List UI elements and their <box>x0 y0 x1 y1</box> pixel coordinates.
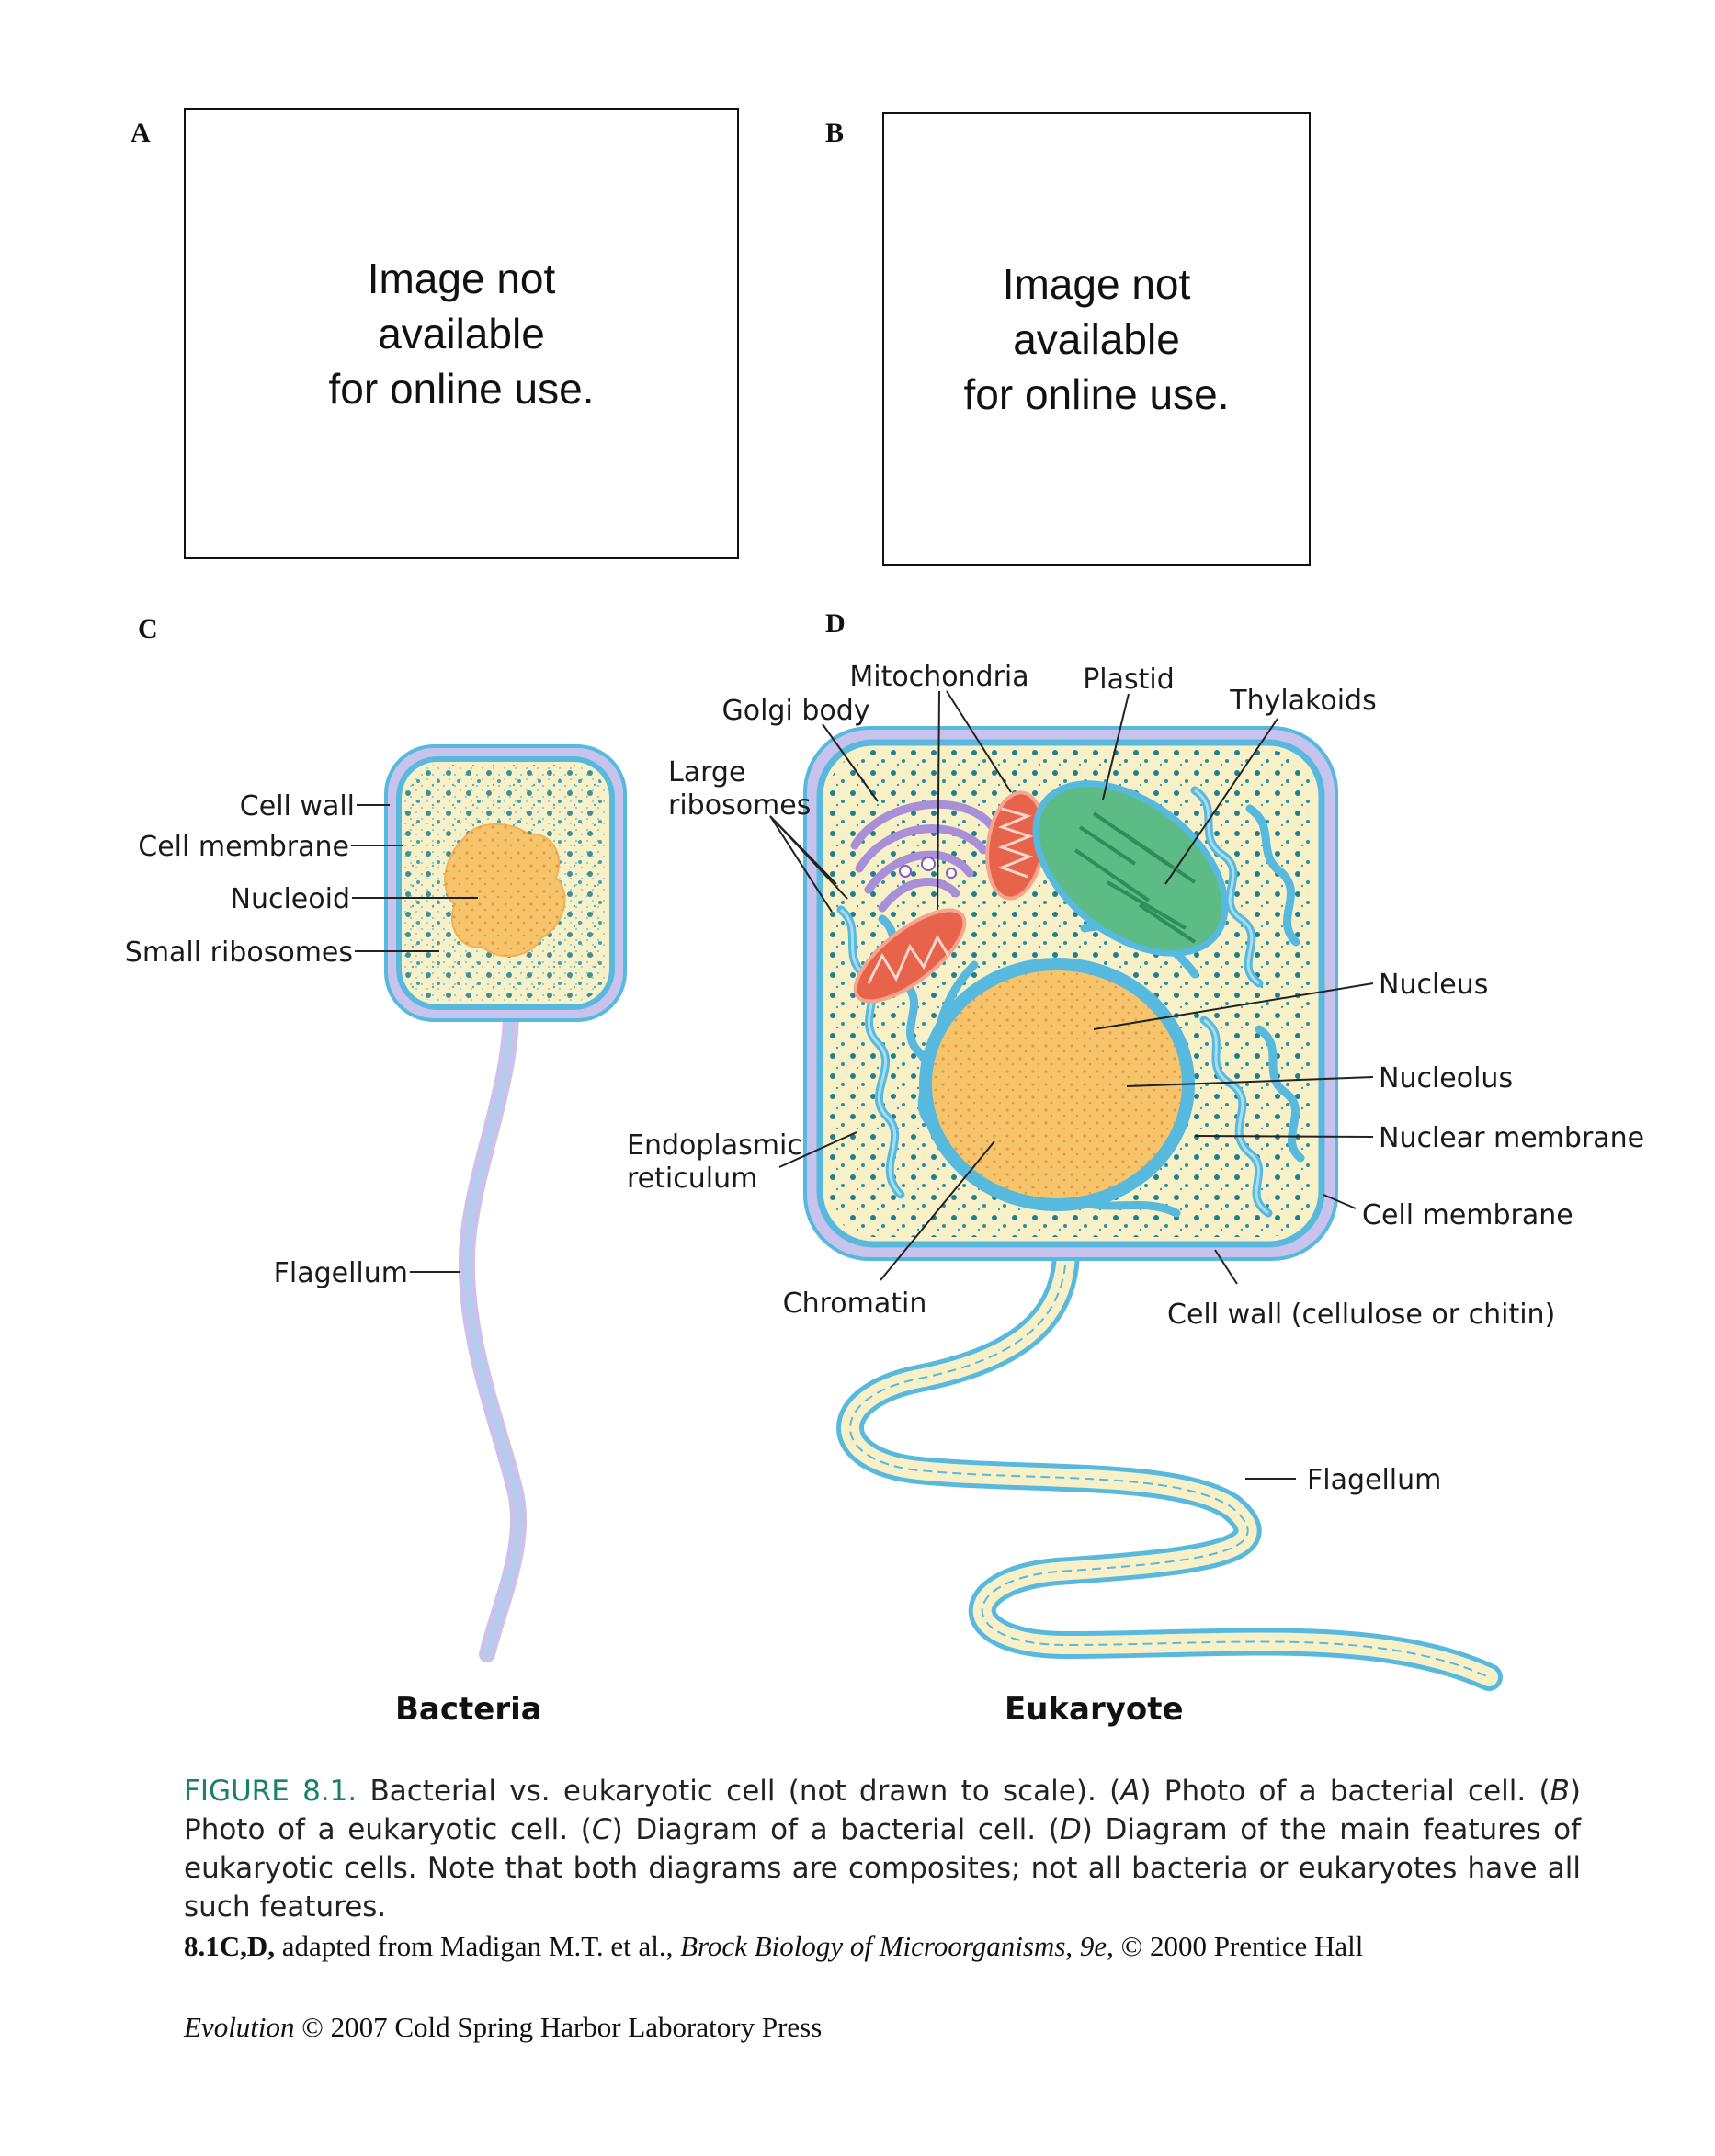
label-nucleus: Nucleus <box>1379 969 1488 1001</box>
golgi-body <box>850 800 997 913</box>
panel-letter-c: C <box>138 614 158 644</box>
title-eukaryote: Eukaryote <box>1005 1691 1184 1728</box>
label-cell-wall-bact: Cell wall <box>240 790 355 823</box>
thylakoids <box>1073 811 1197 944</box>
eukaryote-leaders <box>769 690 1374 1480</box>
label-endoplasmic-1: Endoplasmic <box>627 1129 802 1162</box>
copyright-footer: Evolution © 2007 Cold Spring Harbor Labo… <box>184 2011 822 2044</box>
label-cell-wall-euk: Cell wall (cellulose or chitin) <box>1167 1299 1555 1331</box>
label-cell-membrane-bact: Cell membrane <box>138 831 349 863</box>
label-mitochondria: Mitochondria <box>849 661 1028 693</box>
credit-text: , <box>1065 1930 1080 1962</box>
label-nucleolus: Nucleolus <box>1379 1062 1513 1095</box>
caption-ref-d: D <box>1059 1813 1082 1846</box>
caption-ref-a: A <box>1120 1775 1141 1808</box>
caption-text: ) Photo of a bacterial cell. ( <box>1140 1775 1550 1808</box>
footer-title: Evolution <box>184 2011 295 2043</box>
credit-book-title: Brock Biology of Microorganisms <box>680 1930 1066 1962</box>
bacteria-leaders <box>351 804 478 1273</box>
figure-caption: FIGURE 8.1. Bacterial vs. eukaryotic cel… <box>184 1772 1581 1926</box>
caption-text: Bacterial vs. eukaryotic cell (not drawn… <box>357 1775 1121 1808</box>
figure-label: FIGURE 8.1. <box>184 1775 358 1808</box>
label-small-ribosomes: Small ribosomes <box>125 936 353 969</box>
mitochondrion-2 <box>853 908 967 1004</box>
placeholder-text-b: Image not available for online use. <box>963 260 1230 418</box>
label-large-ribosomes-1: Large <box>668 756 745 789</box>
credit-edition: 9e <box>1079 1930 1107 1962</box>
caption-ref-c: C <box>591 1813 612 1846</box>
credit-figure-ref: 8.1C,D, <box>184 1930 276 1962</box>
caption-text: ) Diagram of the main features of eukary… <box>184 1813 1582 1923</box>
footer-text: © 2007 Cold Spring Harbor Laboratory Pre… <box>294 2011 823 2043</box>
label-plastid: Plastid <box>1083 664 1175 696</box>
label-cell-membrane-euk: Cell membrane <box>1362 1199 1573 1231</box>
label-thylakoids: Thylakoids <box>1229 685 1376 717</box>
credit-text: , © 2000 Prentice Hall <box>1107 1930 1364 1962</box>
caption-ref-b: B <box>1550 1775 1570 1808</box>
label-large-ribosomes-2: ribosomes <box>668 789 811 822</box>
label-golgi-body: Golgi body <box>721 695 869 727</box>
plastid <box>1032 780 1229 957</box>
label-flagellum-euk: Flagellum <box>1307 1464 1441 1496</box>
label-endoplasmic-2: reticulum <box>627 1163 757 1195</box>
bacterium <box>384 744 627 1662</box>
caption-text: ) Diagram of a bacterial cell. ( <box>611 1813 1060 1846</box>
caption-text: ) Photo of a eukaryotic cell. ( <box>184 1775 1581 1846</box>
panel-letter-a: A <box>131 118 151 148</box>
photo-b-placeholder: Image not available for online use. <box>882 112 1311 566</box>
credit-text: adapted from Madigan M.T. et al., <box>275 1930 681 1962</box>
label-chromatin: Chromatin <box>783 1288 927 1320</box>
label-flagellum-bact: Flagellum <box>274 1257 408 1289</box>
title-bacteria: Bacteria <box>395 1691 542 1728</box>
photo-a-placeholder: Image not available for online use. <box>184 108 739 559</box>
panel-letter-d: D <box>825 608 846 639</box>
label-nucleoid: Nucleoid <box>231 883 350 915</box>
panel-letter-b: B <box>825 118 845 148</box>
placeholder-text-a: Image not available for online use. <box>328 255 595 413</box>
image-credit: 8.1C,D, adapted from Madigan M.T. et al.… <box>184 1930 1363 1963</box>
label-nuclear-membrane: Nuclear membrane <box>1379 1122 1644 1154</box>
